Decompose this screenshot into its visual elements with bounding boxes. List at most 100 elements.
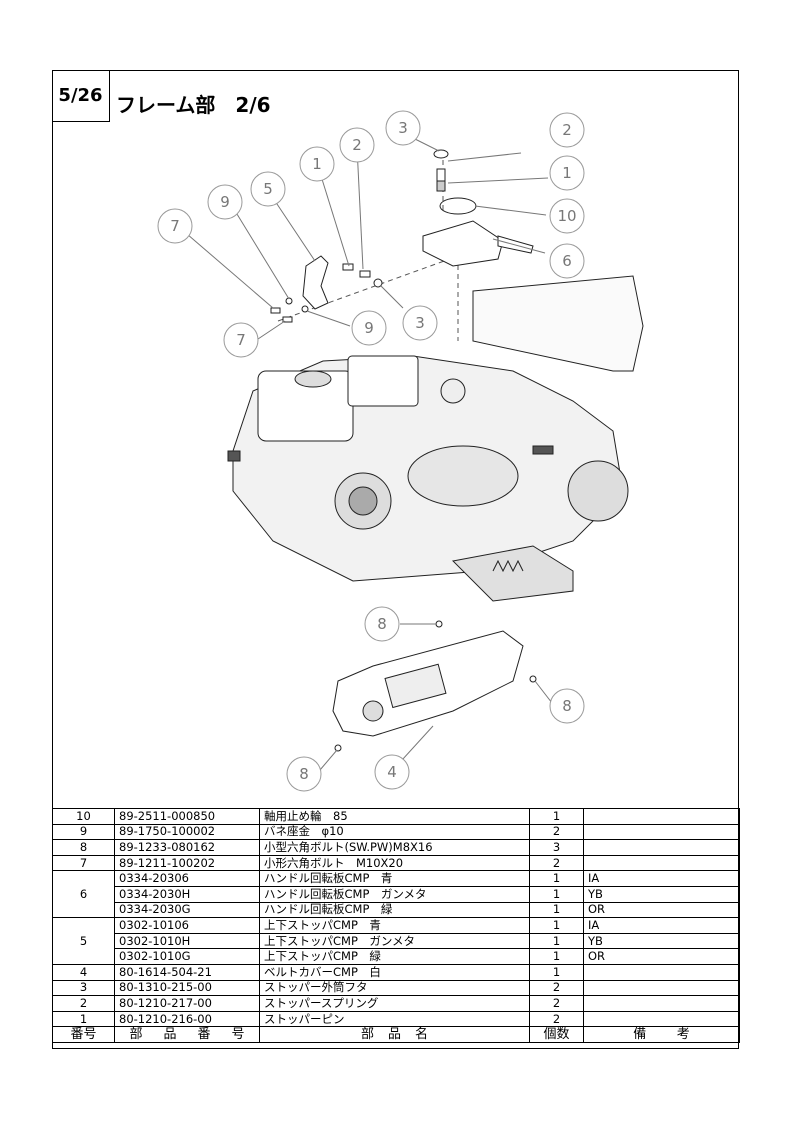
handle-rotation-plate (422, 220, 504, 267)
part-number: 0334-2030G (114, 901, 260, 919)
part-number: 89-1750-100002 (114, 823, 260, 841)
table-row: 5 0302-10106 上下ストッパCMP 青 1 IA (52, 917, 740, 965)
remark: YB (583, 932, 740, 950)
part-name: 軸用止め輪 85 (259, 808, 530, 825)
part-number: 0302-1010H (114, 932, 260, 950)
callout-leaders (179, 135, 553, 772)
engine-pulley-hub (348, 486, 378, 516)
air-cleaner (347, 355, 419, 407)
item-number: 7 (52, 854, 115, 872)
part-number: 89-1211-100202 (114, 854, 260, 872)
page-number: 5/26 (58, 85, 103, 106)
quantity: 1 (529, 901, 584, 919)
remark (583, 963, 740, 981)
quantity: 1 (529, 870, 584, 887)
table-row: 7 89-1211-100202 小形六角ボルト M10X20 2 (52, 854, 740, 872)
belt-cover-round (362, 700, 384, 722)
part-number: 0334-20306 (114, 870, 260, 887)
callout-1-upper: 1 (299, 146, 335, 182)
part-number: 80-1210-217-00 (114, 995, 260, 1012)
quantity: 2 (529, 995, 584, 1012)
part-name: ストッパー外筒フタ (259, 979, 530, 997)
header-part-number-char: 番 (197, 1027, 211, 1043)
rear-hood (472, 275, 644, 372)
quantity: 2 (529, 823, 584, 841)
item-number: 8 (52, 839, 115, 856)
table-row: 2 80-1210-217-00 ストッパースプリング 2 (52, 995, 740, 1012)
belt-cover-bolt-bottom (334, 744, 342, 752)
header-remarks-char: 考 (676, 1027, 690, 1043)
callout-5: 5 (250, 171, 286, 207)
part-number: 0334-2030H (114, 885, 260, 903)
part-number: 80-1310-215-00 (114, 979, 260, 997)
quantity: 2 (529, 1010, 584, 1028)
svg-text:8: 8 (377, 615, 387, 633)
svg-text:8: 8 (299, 765, 309, 783)
spring-washer-upper (285, 297, 293, 305)
quantity: 2 (529, 979, 584, 997)
header-item-number: 番号 (52, 1026, 115, 1043)
svg-text:4: 4 (387, 763, 397, 781)
table-row: 1 80-1210-216-00 ストッパーピン 2 (52, 1010, 740, 1028)
table-header-row: 番号 部品番号 部品名 個数 備考 (52, 1026, 740, 1043)
part-number: 0302-1010G (114, 948, 260, 965)
page-number-box: 5/26 (52, 70, 110, 122)
remark: OR (583, 901, 740, 919)
item-number: 10 (52, 808, 115, 825)
header-quantity-text: 個数 (543, 1027, 570, 1043)
callout-9-upper: 9 (207, 184, 243, 220)
header-item-number-text: 番号 (70, 1027, 97, 1043)
header-part-number-char: 号 (231, 1027, 245, 1043)
remark: IA (583, 917, 740, 934)
part-name: ハンドル回転板CMP ガンメタ (259, 885, 530, 903)
remark (583, 995, 740, 1012)
quantity: 1 (529, 932, 584, 950)
part-name: ベルトカバーCMP 白 (259, 963, 530, 981)
remark (583, 979, 740, 997)
stopper-pin-left (342, 263, 354, 271)
item-number: 2 (52, 995, 115, 1012)
stopper-parts-group (270, 149, 534, 323)
table-row: 4 80-1614-504-21 ベルトカバーCMP 白 1 (52, 963, 740, 981)
svg-text:5: 5 (263, 180, 273, 198)
bolt-upper (270, 307, 281, 314)
part-name: 上下ストッパCMP ガンメタ (259, 932, 530, 950)
quantity: 1 (529, 917, 584, 934)
fuel-cap (294, 370, 332, 388)
table-row: 10 89-2511-000850 軸用止め輪 85 1 (52, 808, 740, 825)
part-name: ハンドル回転板CMP 青 (259, 870, 530, 887)
svg-text:8: 8 (562, 697, 572, 715)
rear-wheel-hub (567, 460, 629, 522)
parts-table-body: 10 89-2511-000850 軸用止め輪 85 1 9 89-1750-1… (52, 808, 740, 1043)
belt-cover-label-panel (384, 663, 447, 709)
header-remarks: 備考 (583, 1026, 740, 1043)
item-number: 4 (52, 963, 115, 981)
header-part-name: 部品名 (259, 1026, 530, 1043)
table-row: 0334-2030G ハンドル回転板CMP 緑 1 OR (53, 901, 740, 919)
stopper-spring-left (359, 270, 371, 278)
callout-6: 6 (549, 243, 585, 279)
svg-text:10: 10 (557, 207, 576, 225)
item-number: 1 (52, 1010, 115, 1028)
retaining-ring (439, 197, 477, 215)
svg-text:9: 9 (220, 193, 230, 211)
stopper-pin-top (436, 180, 446, 192)
header-part-number-char: 品 (163, 1027, 177, 1043)
stopper-cap-top (433, 149, 449, 159)
page-frame (52, 70, 739, 1049)
part-name: 小形六角ボルト M10X20 (259, 854, 530, 872)
spring-washer-lower (301, 305, 309, 313)
part-name: 上下ストッパCMP 青 (259, 917, 530, 934)
rotor-shaft (451, 545, 574, 602)
quantity: 1 (529, 808, 584, 825)
remark: YB (583, 885, 740, 903)
part-number: 80-1210-216-00 (114, 1010, 260, 1028)
tiller-machine-illustration (227, 275, 644, 602)
handle-rotation-plate-arm (497, 235, 534, 254)
header-part-name-char: 品 (387, 1027, 401, 1043)
table-row: 0334-2030H ハンドル回転板CMP ガンメタ 1 YB (53, 885, 740, 903)
section-title: フレーム部 2/6 (116, 93, 271, 117)
choke-knob (227, 450, 241, 462)
remark: OR (583, 948, 740, 965)
item-number: 3 (52, 979, 115, 997)
